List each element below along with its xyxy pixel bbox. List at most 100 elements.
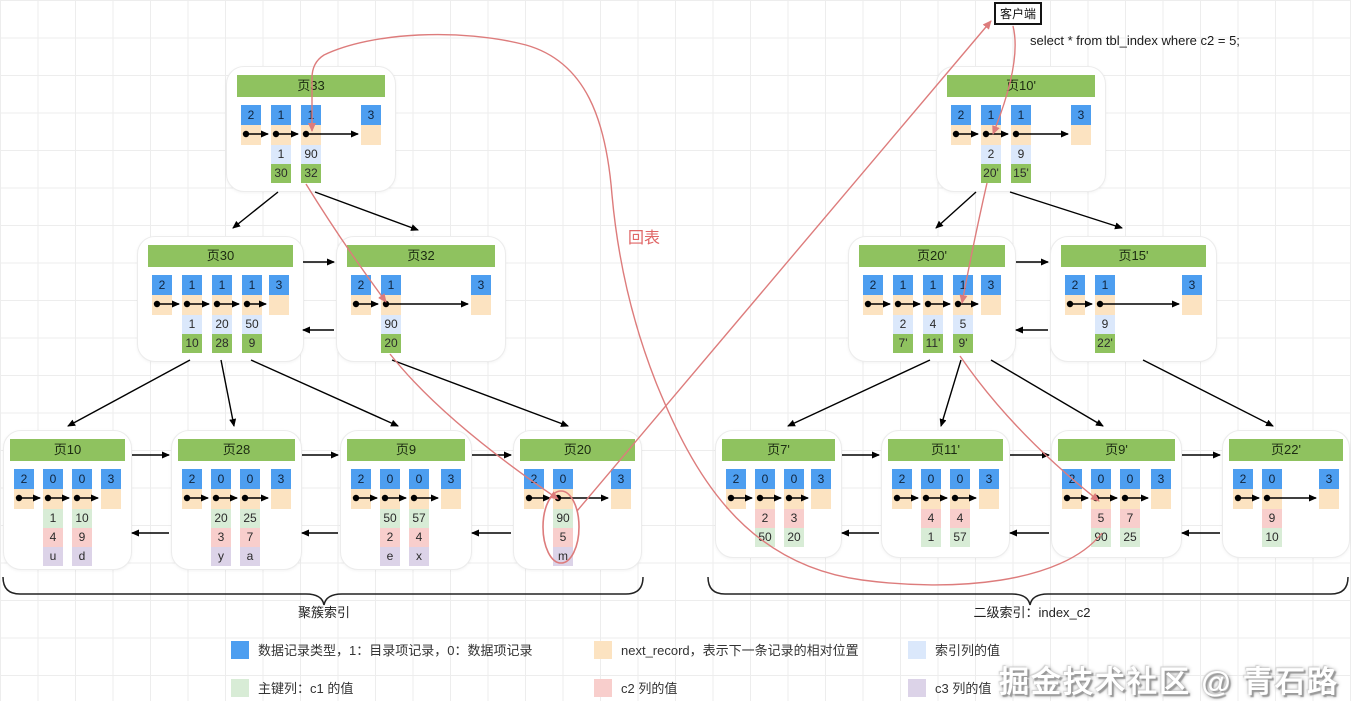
record-value-cell: 25 <box>1120 528 1140 547</box>
record-value-cell: e <box>380 547 400 566</box>
record-value-cell: 3 <box>784 509 804 528</box>
record-type-cell: 2 <box>524 469 544 489</box>
record-value-cell: a <box>240 547 260 566</box>
record-value-cell: 4 <box>43 528 63 547</box>
record-type-cell: 0 <box>1120 469 1140 489</box>
record-value-cell: 20 <box>212 315 232 334</box>
record-value-cell: 90 <box>381 315 401 334</box>
page-node-title: 页15' <box>1061 245 1206 267</box>
record-type-cell: 2 <box>152 275 172 295</box>
sql-query-text: select * from tbl_index where c2 = 5; <box>1030 33 1240 48</box>
record-value-cell: 9 <box>1095 315 1115 334</box>
page-node-title: 页10' <box>947 75 1095 97</box>
record-type-cell: 2 <box>351 469 371 489</box>
page-node-title: 页22' <box>1229 439 1343 461</box>
page-node-title: 页30 <box>148 245 293 267</box>
record-value-cell: 4 <box>923 315 943 334</box>
next-record-cell <box>182 295 202 315</box>
record-value-cell: 2 <box>981 145 1001 164</box>
record-type-cell: 0 <box>43 469 63 489</box>
record-type-cell: 2 <box>1065 275 1085 295</box>
legend-label: c2 列的值 <box>621 681 678 696</box>
record-value-cell: 4 <box>409 528 429 547</box>
next-record-cell <box>951 125 971 145</box>
next-record-cell <box>726 489 746 509</box>
next-record-cell <box>1065 295 1085 315</box>
tree-link-arrow <box>250 359 399 427</box>
record-type-cell: 3 <box>1182 275 1202 295</box>
record-value-cell: 32 <box>301 164 321 183</box>
next-record-cell <box>950 489 970 509</box>
next-record-cell <box>1233 489 1253 509</box>
next-record-cell <box>351 489 371 509</box>
next-record-cell <box>981 125 1001 145</box>
next-record-cell <box>241 125 261 145</box>
next-record-cell <box>43 489 63 509</box>
record-value-cell: 2 <box>893 315 913 334</box>
next-record-cell <box>351 295 371 315</box>
record-type-cell: 3 <box>1151 469 1171 489</box>
record-value-cell: 7 <box>1120 509 1140 528</box>
legend-item: c2 列的值 <box>594 678 677 697</box>
next-record-cell <box>784 489 804 509</box>
record-value-cell: d <box>72 547 92 566</box>
record-type-cell: 1 <box>1095 275 1115 295</box>
next-record-cell <box>14 489 34 509</box>
next-record-cell <box>755 489 775 509</box>
next-record-cell <box>1095 295 1115 315</box>
legend-item: 数据记录类型，1：目录项记录，0：数据项记录 <box>231 640 532 659</box>
tree-link-arrow <box>1142 359 1274 427</box>
record-value-cell: 1 <box>921 528 941 547</box>
tree-link-arrow <box>1009 191 1123 230</box>
page-node-title: 页33 <box>237 75 385 97</box>
record-value-cell: 7 <box>240 528 260 547</box>
next-record-cell <box>211 489 231 509</box>
next-record-cell <box>553 489 573 509</box>
record-value-cell: 5 <box>1091 509 1111 528</box>
next-record-cell <box>152 295 172 315</box>
record-type-cell: 0 <box>784 469 804 489</box>
record-value-cell: 15' <box>1011 164 1031 183</box>
record-type-cell: 2 <box>892 469 912 489</box>
record-type-cell: 3 <box>811 469 831 489</box>
record-type-cell: 3 <box>471 275 491 295</box>
client-label: 客户端 <box>1000 7 1037 21</box>
secondary-index-section-label: 二级索引：index_c2 <box>973 605 1091 620</box>
next-record-cell <box>361 125 381 145</box>
legend-label: next_record，表示下一条记录的相对位置 <box>621 643 859 658</box>
record-value-cell: 4 <box>921 509 941 528</box>
client-box: 客户端 <box>994 2 1043 25</box>
record-value-cell: 28 <box>212 334 232 353</box>
back-to-table-label: 回表 <box>628 230 661 247</box>
record-value-cell: 9 <box>1262 509 1282 528</box>
record-value-cell: u <box>43 547 63 566</box>
record-type-cell: 3 <box>1319 469 1339 489</box>
record-type-cell: 1 <box>271 105 291 125</box>
record-type-cell: 0 <box>409 469 429 489</box>
legend-label: 主键列：c1 的值 <box>258 681 354 696</box>
watermark-text: 掘金技术社区 @ 青石路 <box>999 666 1339 699</box>
legend-item: 主键列：c1 的值 <box>231 678 353 697</box>
page-node-title: 页9 <box>347 439 465 461</box>
record-type-cell: 1 <box>301 105 321 125</box>
tree-link-arrow <box>939 359 962 427</box>
next-record-cell <box>441 489 461 509</box>
record-value-cell: 5 <box>553 528 573 547</box>
next-record-cell <box>301 125 321 145</box>
record-type-cell: 1 <box>953 275 973 295</box>
record-type-cell: 1 <box>212 275 232 295</box>
next-record-cell <box>524 489 544 509</box>
next-record-cell <box>892 489 912 509</box>
next-record-cell <box>1011 125 1031 145</box>
record-value-cell: 20 <box>381 334 401 353</box>
page-node-title: 页10 <box>10 439 125 461</box>
record-value-cell: 9 <box>1011 145 1031 164</box>
next-record-cell <box>1151 489 1171 509</box>
